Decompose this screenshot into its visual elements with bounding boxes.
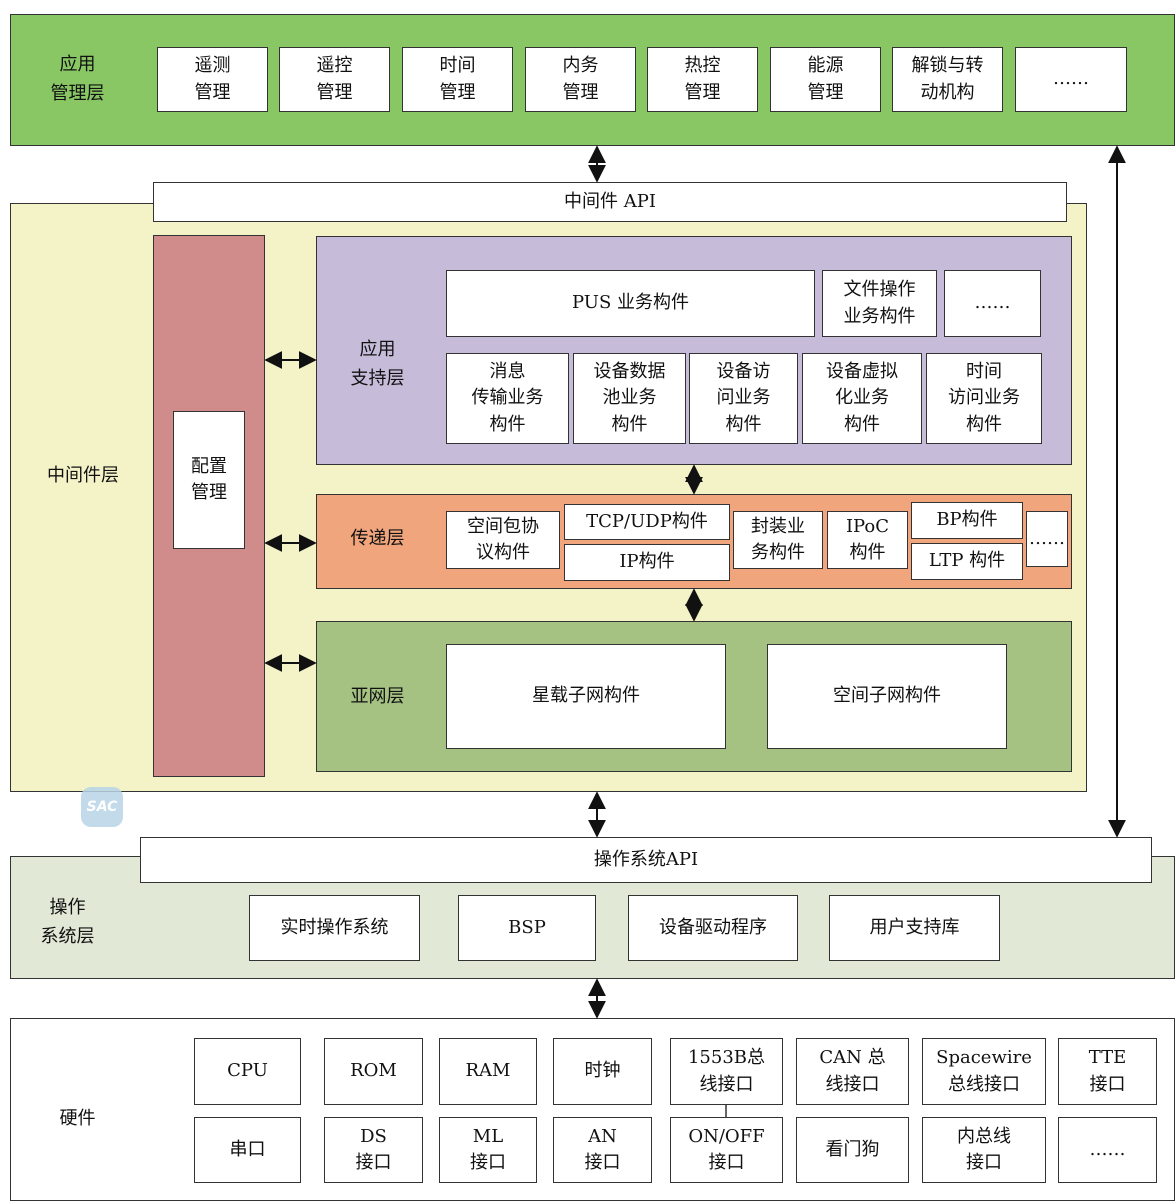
serial-port-box: 串口: [194, 1117, 301, 1183]
spacewire-bus-interface-box: Spacewire 总线接口: [922, 1038, 1046, 1105]
ip-component-box: IP构件: [564, 544, 730, 581]
os-api-bar: 操作系统API: [140, 837, 1152, 883]
on-off-interface-box: ON/OFF 接口: [670, 1117, 783, 1183]
application-support-layer-label: 应用 支持层: [350, 339, 405, 389]
onboard-subnet-component-box: 星载子网构件: [446, 644, 726, 749]
ltp-component-box: LTP 构件: [911, 543, 1023, 580]
space-packet-protocol-component-box: 空间包协 议构件: [446, 511, 560, 569]
cpu-box: CPU: [194, 1038, 301, 1105]
ds-interface-box: DS 接口: [324, 1117, 423, 1183]
ram-box: RAM: [439, 1038, 537, 1105]
hardware-layer-label: 硬件: [59, 1107, 96, 1129]
can-bus-interface-box: CAN 总 线接口: [796, 1038, 909, 1105]
an-interface-box: AN 接口: [553, 1117, 652, 1183]
app-more-box: ……: [1015, 47, 1127, 112]
transfer-more-box: ……: [1026, 511, 1068, 567]
internal-bus-interface-box: 内总线 接口: [922, 1117, 1046, 1183]
telecommand-management-box: 遥控 管理: [279, 47, 390, 112]
space-subnet-component-box: 空间子网构件: [767, 644, 1007, 749]
middleware-layer-label: 中间件层: [47, 464, 119, 486]
telemetry-management-box: 遥测 管理: [157, 47, 268, 112]
message-transfer-component-box: 消息 传输业务 构件: [446, 353, 569, 444]
bsp-box: BSP: [458, 895, 596, 961]
sac-watermark-logo: SAC: [81, 787, 123, 827]
hardware-more-box: ……: [1058, 1117, 1157, 1183]
unlock-rotation-mechanism-box: 解锁与转 动机构: [892, 47, 1003, 112]
middleware-api-bar: 中间件 API: [153, 182, 1067, 222]
application-management-layer-label: 应用 管理层: [50, 54, 105, 104]
1553b-bus-interface-box: 1553B总 线接口: [670, 1038, 783, 1105]
device-data-pool-component-box: 设备数据 池业务 构件: [573, 353, 686, 444]
rtos-box: 实时操作系统: [249, 895, 420, 961]
user-support-library-box: 用户支持库: [829, 895, 1000, 961]
device-virtualization-component-box: 设备虚拟 化业务 构件: [802, 353, 922, 444]
ipoc-component-box: IPoC 构件: [827, 511, 908, 569]
time-access-component-box: 时间 访问业务 构件: [926, 353, 1042, 444]
transfer-layer-label: 传递层: [350, 527, 405, 549]
clock-box: 时钟: [553, 1038, 652, 1105]
device-driver-box: 设备驱动程序: [628, 895, 798, 961]
operating-system-layer-label: 操作 系统层: [40, 897, 95, 947]
time-management-box: 时间 管理: [402, 47, 513, 112]
bp-component-box: BP构件: [911, 502, 1023, 539]
subnet-layer-label: 亚网层: [350, 685, 405, 707]
ml-interface-box: ML 接口: [439, 1117, 537, 1183]
device-access-component-box: 设备访 问业务 构件: [689, 353, 798, 444]
pus-service-component-box: PUS 业务构件: [446, 270, 815, 337]
housekeeping-management-box: 内务 管理: [525, 47, 636, 112]
thermal-control-management-box: 热控 管理: [647, 47, 758, 112]
encapsulation-service-component-box: 封装业 务构件: [733, 511, 823, 569]
configuration-management-box: 配置 管理: [173, 411, 245, 549]
app-support-more-box: ……: [944, 270, 1041, 337]
rom-box: ROM: [324, 1038, 423, 1105]
power-management-box: 能源 管理: [770, 47, 881, 112]
watchdog-box: 看门狗: [796, 1117, 909, 1183]
tcp-udp-component-box: TCP/UDP构件: [564, 504, 730, 540]
tte-interface-box: TTE 接口: [1058, 1038, 1157, 1105]
file-operation-component-box: 文件操作 业务构件: [822, 270, 937, 337]
